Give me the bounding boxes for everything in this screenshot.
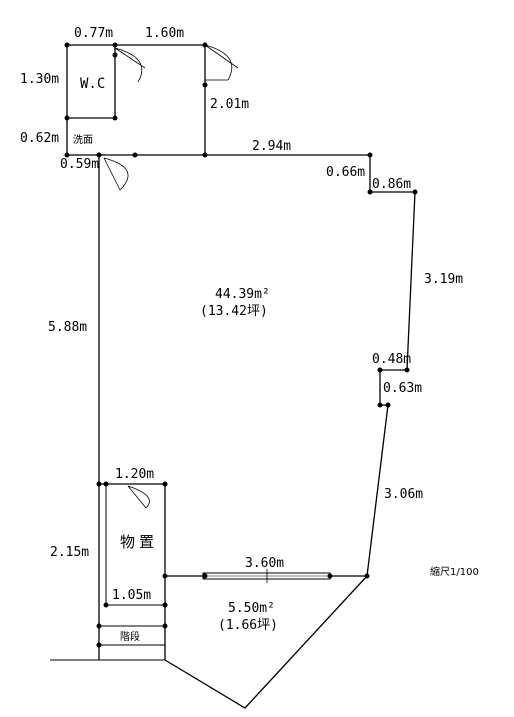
walls	[50, 44, 416, 709]
balcony-outline	[164, 575, 368, 709]
dim-notch-width: 0.86m	[372, 177, 411, 192]
dim-top-wall: 2.94m	[252, 139, 291, 154]
dim-wc-width: 0.77m	[74, 26, 113, 41]
main-area-m2: 44.39m²	[215, 287, 270, 302]
wc-label: W.C	[80, 76, 105, 92]
dim-hall-height: 2.01m	[210, 97, 249, 112]
right-upper-wall	[406, 191, 416, 371]
dim-notch-drop: 0.66m	[326, 165, 365, 180]
main-area-tsubo: (13.42坪)	[200, 304, 268, 319]
lower-area-tsubo: (1.66坪)	[218, 618, 278, 633]
dim-wash-width: 0.59m	[60, 157, 99, 172]
vertex-dots	[64, 42, 418, 648]
right-small-notch	[379, 369, 407, 406]
stairs-label: 階段	[120, 630, 140, 643]
window	[202, 569, 331, 583]
dim-hall-width: 1.60m	[145, 26, 184, 41]
doors	[103, 44, 239, 509]
dim-window-width: 3.60m	[245, 556, 284, 571]
storage-label: 物置	[120, 533, 158, 551]
dim-storage-width-top: 1.20m	[115, 467, 154, 482]
washroom-label: 洗面	[73, 134, 93, 146]
dim-storage-height: 2.15m	[50, 545, 89, 560]
dim-right-upper: 3.19m	[424, 272, 463, 287]
dim-left-wall: 5.88m	[48, 320, 87, 335]
dim-storage-width-bottom: 1.05m	[112, 588, 151, 603]
lower-area-m2: 5.50m²	[228, 601, 275, 616]
dim-right-notch-width: 0.48m	[372, 352, 411, 367]
dim-wc-height: 1.30m	[20, 72, 59, 87]
dim-wash-height: 0.62m	[20, 131, 59, 146]
dim-right-notch-height: 0.63m	[383, 381, 422, 396]
right-lower-wall	[366, 404, 389, 577]
scale-label: 縮尺1/100	[430, 565, 479, 578]
dim-right-lower: 3.06m	[384, 487, 423, 502]
